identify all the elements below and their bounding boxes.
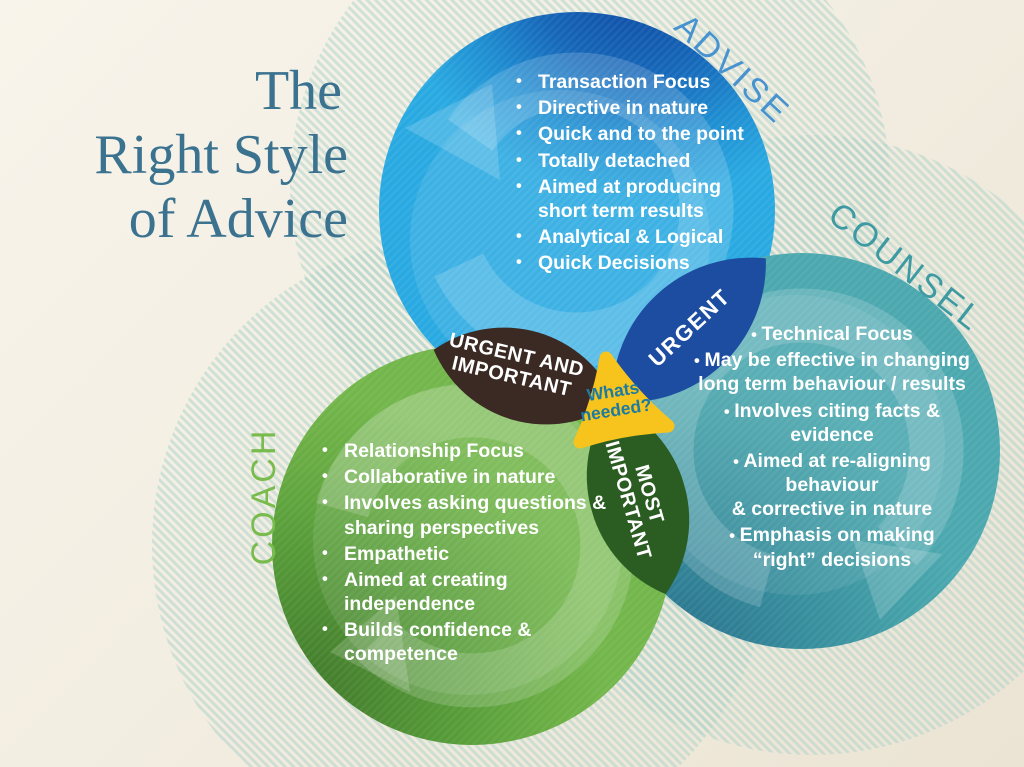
list-item: Aimed at creating independence [318,568,628,616]
list-item: Transaction Focus [512,70,744,94]
list-item: Directive in nature [512,96,744,120]
list-item: Quick Decisions [512,251,744,275]
list-item: Involves asking questions & sharing pers… [318,491,628,539]
list-item: Technical Focus [684,322,980,346]
list-item: Aimed at producing short term results [512,175,744,223]
coach-bullet-list: Relationship Focus Collaborative in natu… [318,439,628,669]
coach-category-label: COACH [245,427,283,566]
title-line-1: The [254,60,342,122]
urgent-and-important-lens [433,327,617,425]
list-item: Aimed at re-aligning behaviour & correct… [684,449,980,522]
page-title: The Right Style of Advice [8,60,348,251]
advise-bullet-list: Transaction Focus Directive in nature Qu… [512,70,744,277]
list-item: Totally detached [512,149,744,173]
title-line-2: Right Style [94,123,348,186]
whats-needed-burst [573,351,675,449]
list-item: Analytical & Logical [512,225,744,249]
list-item: Builds confidence & competence [318,618,628,666]
list-item: Empathetic [318,542,628,566]
list-item: Involves citing facts & evidence [684,399,980,447]
advise-arrowhead-icon [405,84,500,180]
list-item: Emphasis on making “right” decisions [684,523,980,571]
list-item: Relationship Focus [318,439,628,463]
counsel-bullet-list: Technical Focus May be effective in chan… [684,322,980,574]
list-item: Quick and to the point [512,122,744,146]
list-item: Collaborative in nature [318,465,628,489]
title-line-3: of Advice [128,187,348,250]
list-item: May be effective in changing long term b… [684,348,980,396]
